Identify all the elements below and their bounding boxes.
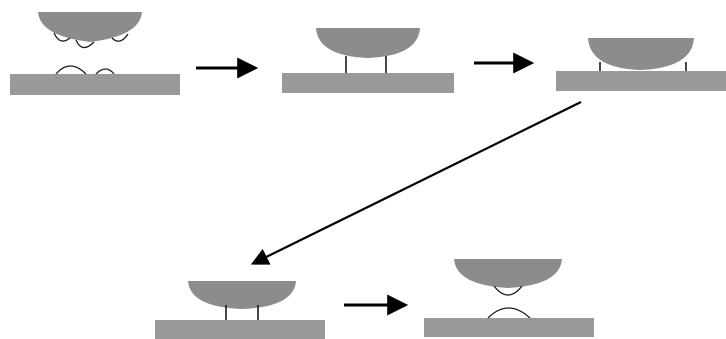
stage-5-cap (454, 259, 562, 288)
stage-1-substrate (10, 74, 180, 95)
stage-3-cap (588, 38, 694, 70)
stage-4 (155, 281, 325, 339)
stage-1-cap-droplet-left (53, 32, 71, 42)
stage-4-substrate (155, 320, 325, 339)
stage-3 (556, 38, 726, 91)
stage-2-substrate (282, 73, 454, 93)
stage-1-substrate-droplet-left (55, 65, 87, 75)
stage-3-substrate (556, 71, 726, 91)
stage-5-cap-droplet (493, 285, 523, 296)
stage-5-substrate-droplet (487, 307, 531, 319)
stage-2-cap (316, 28, 420, 58)
stage-5 (424, 259, 594, 337)
stage-4-cap (188, 281, 296, 309)
stage-1 (10, 12, 180, 95)
stage-1-cap-droplet-right (111, 33, 129, 42)
stage-1-substrate-droplet-right (95, 68, 115, 75)
stage-2 (282, 28, 454, 93)
arrow-stage-3-to-4 (250, 101, 582, 265)
stage-1-cap (38, 12, 142, 42)
stage-1-cap-droplet-center (75, 39, 95, 49)
stage-5-substrate (424, 318, 594, 337)
